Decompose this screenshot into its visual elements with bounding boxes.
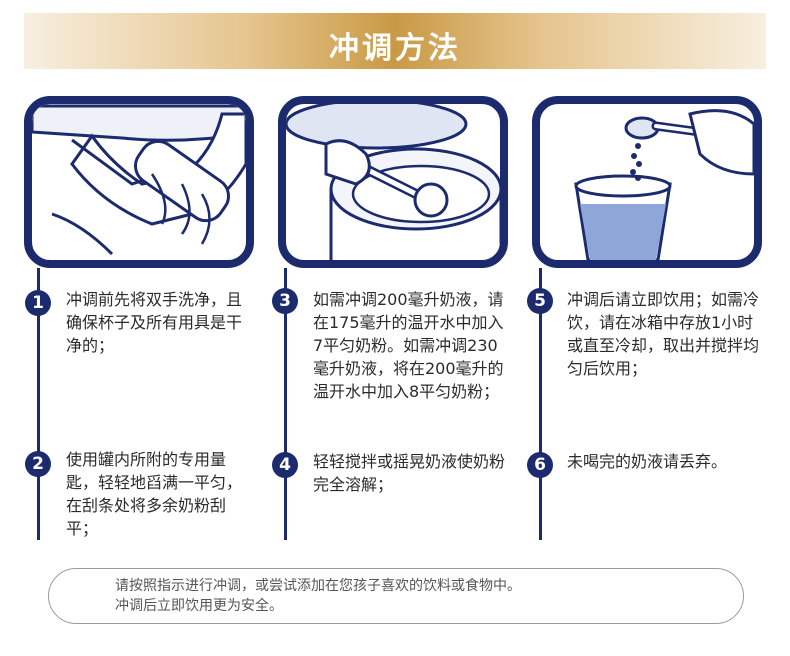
step-1-number: 1	[25, 290, 51, 316]
footer-note: 请按照指示进行冲调，或尝试添加在您孩子喜欢的饮料或食物中。 冲调后立即饮用更为安…	[48, 568, 744, 624]
illustration-wash-hands	[24, 96, 254, 268]
step-1-text: 冲调前先将双手洗净，且确保杯子及所有用具是干净的；	[66, 290, 243, 355]
milk-can-scoop-icon	[286, 104, 500, 260]
step-5-number: 5	[527, 288, 553, 314]
step-3-text: 如需冲调200毫升奶液，请在175毫升的温开水中加入7平匀奶粉。如需冲调230毫…	[313, 290, 504, 401]
step-4-text: 轻轻搅拌或摇晃奶液使奶粉完全溶解；	[313, 452, 506, 494]
column-line-2	[284, 268, 287, 540]
footer-line-1: 请按照指示进行冲调，或尝试添加在您孩子喜欢的饮料或食物中。	[115, 578, 521, 594]
footer-line-2: 冲调后立即饮用更为安全。	[115, 598, 283, 614]
step-6-text: 未喝完的奶液请丢弃。	[567, 452, 728, 471]
column-line-1	[37, 268, 40, 540]
illustration-scoop-powder	[278, 96, 508, 268]
header-banner: 冲调方法	[24, 13, 766, 69]
step-3-number: 3	[272, 288, 298, 314]
step-4-number: 4	[272, 452, 298, 478]
illustration-pour-into-cup	[532, 96, 762, 268]
wash-hands-icon	[32, 104, 246, 256]
step-2-number: 2	[25, 451, 51, 477]
step-2-text: 使用罐内所附的专用量匙，轻轻地舀满一平匀，在刮条处将多余奶粉刮平；	[66, 450, 243, 538]
column-line-3	[539, 268, 542, 540]
step-6-number: 6	[527, 452, 553, 478]
step-5-text: 冲调后请立即饮用；如需冷饮，请在冰箱中存放1小时或直至冷却，取出并搅拌均匀后饮用…	[567, 290, 760, 378]
cup-and-scoop-icon	[574, 109, 754, 260]
page-title: 冲调方法	[329, 31, 461, 66]
